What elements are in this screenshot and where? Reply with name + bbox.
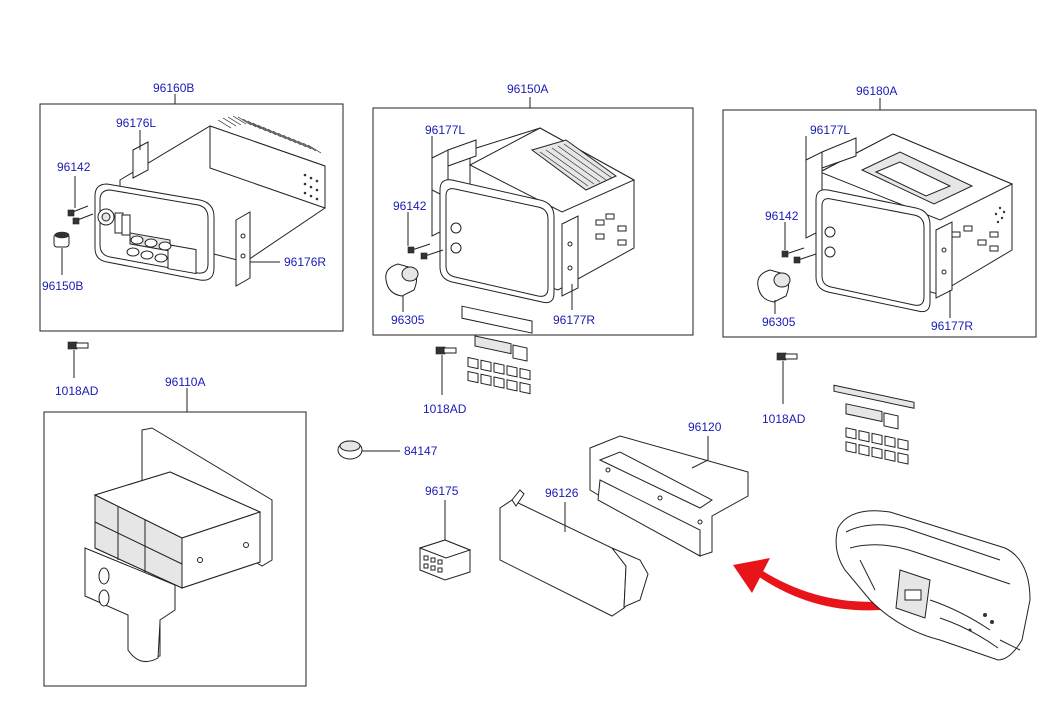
label-96142-a[interactable]: 96142 (57, 160, 91, 174)
knob-icon (385, 263, 419, 297)
label-96176r[interactable]: 96176R (284, 255, 326, 269)
blank-panel-96126 (499, 489, 649, 617)
label-84147[interactable]: 84147 (404, 444, 438, 458)
box-96150a (372, 107, 694, 336)
knob-icon (757, 269, 791, 303)
screw-1018ad-b (435, 346, 457, 395)
label-96305-a[interactable]: 96305 (391, 313, 425, 327)
bracket-96120 (589, 435, 749, 557)
label-96142-b[interactable]: 96142 (393, 199, 427, 213)
box-96160b (39, 103, 344, 332)
label-96176l[interactable]: 96176L (116, 116, 156, 130)
label-96150b[interactable]: 96150B (42, 279, 83, 293)
label-1018ad-b[interactable]: 1018AD (423, 402, 467, 416)
grommet-84147 (337, 440, 400, 460)
radio-unit-96150a (385, 127, 636, 395)
screw-1018ad-c (776, 352, 798, 404)
label-96177l-a[interactable]: 96177L (425, 123, 465, 137)
label-96180a[interactable]: 96180A (856, 84, 897, 98)
label-96175[interactable]: 96175 (425, 484, 459, 498)
screw-icon (407, 243, 444, 260)
label-96120[interactable]: 96120 (688, 420, 722, 434)
radio-unit-96160b (53, 115, 326, 287)
label-1018ad-a[interactable]: 1018AD (55, 384, 99, 398)
radio-unit-96180a (757, 133, 1014, 465)
label-96177r-b[interactable]: 96177R (931, 319, 973, 333)
label-96177r-a[interactable]: 96177R (553, 313, 595, 327)
box-96110a (43, 411, 307, 687)
changer-unit-96110a (84, 427, 273, 663)
label-96150a[interactable]: 96150A (507, 82, 548, 96)
dashboard-illustration (835, 510, 1031, 661)
label-96177l-b[interactable]: 96177L (810, 123, 850, 137)
label-96142-c[interactable]: 96142 (765, 209, 799, 223)
screw-icon (67, 205, 94, 225)
knob-icon (53, 231, 70, 248)
label-96110a[interactable]: 96110A (165, 375, 205, 389)
screw-1018ad-a (67, 341, 89, 378)
label-1018ad-c[interactable]: 1018AD (762, 412, 806, 426)
label-96305-b[interactable]: 96305 (762, 315, 796, 329)
connector-96175 (418, 500, 472, 581)
label-96126[interactable]: 96126 (545, 486, 579, 500)
screw-icon (781, 247, 817, 264)
label-96160b[interactable]: 96160B (153, 81, 194, 95)
